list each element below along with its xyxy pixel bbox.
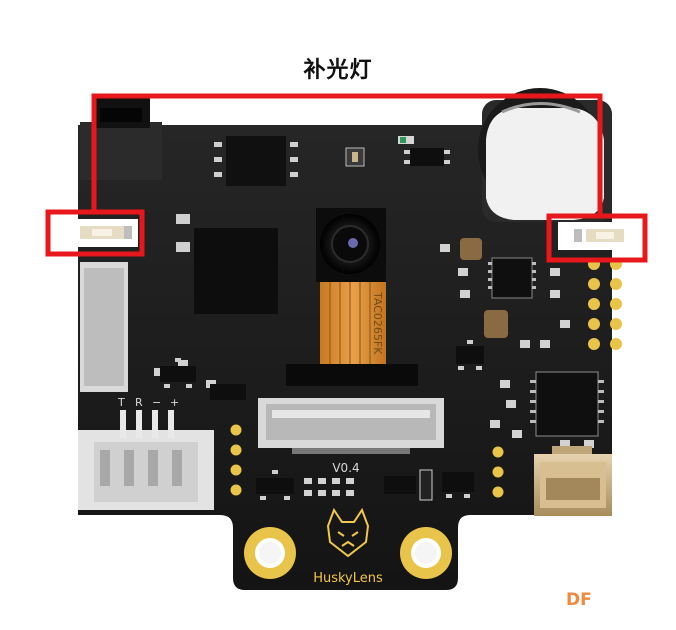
board-version-label: V0.4 <box>332 461 359 475</box>
camera-module: TAC0265FK <box>286 208 418 386</box>
camera-ribbon-label: TAC0265FK <box>371 291 384 355</box>
round-component <box>478 88 612 222</box>
side-connector-white <box>80 262 128 392</box>
transistor-left <box>160 358 246 400</box>
brown-capacitors <box>460 238 508 338</box>
usb-connector <box>534 446 612 516</box>
mounting-hole-right <box>400 527 452 579</box>
pin-label-r: R <box>135 396 143 409</box>
top-chip <box>214 136 298 186</box>
fill-light-left <box>64 219 138 247</box>
pin-label-minus: − <box>152 396 161 409</box>
pin-label-t: T <box>117 396 125 409</box>
top-small-components <box>345 136 450 167</box>
husky-logo-text: HuskyLens <box>313 571 383 586</box>
right-lower-ic <box>530 371 604 437</box>
bottom-components <box>256 469 474 501</box>
left-gold-pads <box>230 424 504 498</box>
pin-label-plus: + <box>170 396 179 409</box>
fill-light-right <box>558 222 642 250</box>
fill-light-annotation-label: 补光灯 <box>303 58 373 83</box>
transistor-mid <box>456 340 484 370</box>
watermark: DF <box>566 590 592 610</box>
uart-pin-labels: T R − + <box>117 396 179 409</box>
uart-connector <box>78 410 214 510</box>
left-caps <box>176 214 190 252</box>
main-processor <box>194 228 278 314</box>
fpc-connector <box>258 398 444 454</box>
fill-light-highlight <box>45 93 648 263</box>
mounting-hole-left <box>244 527 296 579</box>
husky-logo-icon <box>326 507 370 558</box>
right-upper-ic <box>488 257 536 299</box>
